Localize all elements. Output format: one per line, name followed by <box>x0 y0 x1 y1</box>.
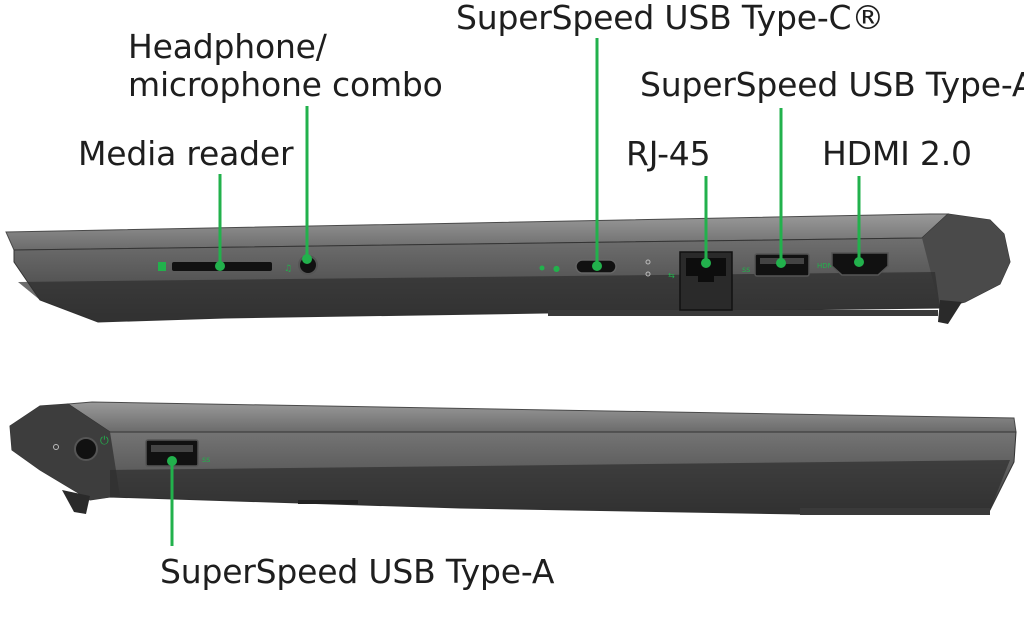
chassis-corner-facet <box>922 214 1010 308</box>
label-headphone-line1: Headphone/ <box>128 27 327 66</box>
callout-dot-hdmi <box>854 257 864 267</box>
callout-dot-usb-a-left <box>167 456 177 466</box>
callout-dot-usb-a-right <box>776 258 786 268</box>
ethernet-icon: ⇆ <box>668 271 675 280</box>
rubber-foot <box>938 300 962 324</box>
hdmi-icon: HDMI <box>817 262 836 270</box>
label-headphone-line2: microphone combo <box>128 65 443 104</box>
usb-a-icon-left: ss <box>202 455 210 464</box>
usb-a-tongue-left <box>151 445 193 452</box>
led-indicator <box>539 265 545 271</box>
power-plug-icon: ⏻ <box>100 434 109 447</box>
bottom-strip-left <box>800 508 990 515</box>
label-rj45: RJ-45 <box>626 134 711 173</box>
chassis-corner-facet-left <box>10 404 120 500</box>
power-led <box>53 444 59 450</box>
status-led-1 <box>645 259 651 265</box>
charge-icon: ● <box>553 264 560 273</box>
bottom-strip <box>548 310 938 316</box>
ethernet-jack <box>686 258 726 282</box>
label-usb-a-left: SuperSpeed USB Type-A <box>160 552 555 591</box>
callout-dot-rj45 <box>701 258 711 268</box>
callout-lines <box>167 38 864 546</box>
usb-a-icon: ss <box>742 265 750 274</box>
status-led-2 <box>645 271 651 277</box>
lid-top-edge-left <box>66 401 1017 433</box>
headset-icon: ♫ <box>284 264 292 274</box>
sd-card-icon <box>158 262 166 271</box>
label-headphone: Headphone/ microphone combo <box>128 28 443 104</box>
label-media-reader: Media reader <box>78 134 294 173</box>
callout-dot-headphone <box>302 254 312 264</box>
callout-dot-usb-c <box>592 261 602 271</box>
left-side-view: ⏻ ss <box>9 401 1017 515</box>
label-hdmi: HDMI 2.0 <box>822 134 972 173</box>
right-side-view: ♫ ● ⇆ ss HDMI <box>5 213 1011 324</box>
label-usb-c: SuperSpeed USB Type-C® <box>456 0 885 37</box>
label-usb-a-right: SuperSpeed USB Type-A <box>640 65 1024 104</box>
power-jack <box>74 437 98 461</box>
vent-strip <box>298 500 358 504</box>
callout-dot-media-reader <box>215 261 225 271</box>
rubber-foot-left <box>62 490 90 514</box>
